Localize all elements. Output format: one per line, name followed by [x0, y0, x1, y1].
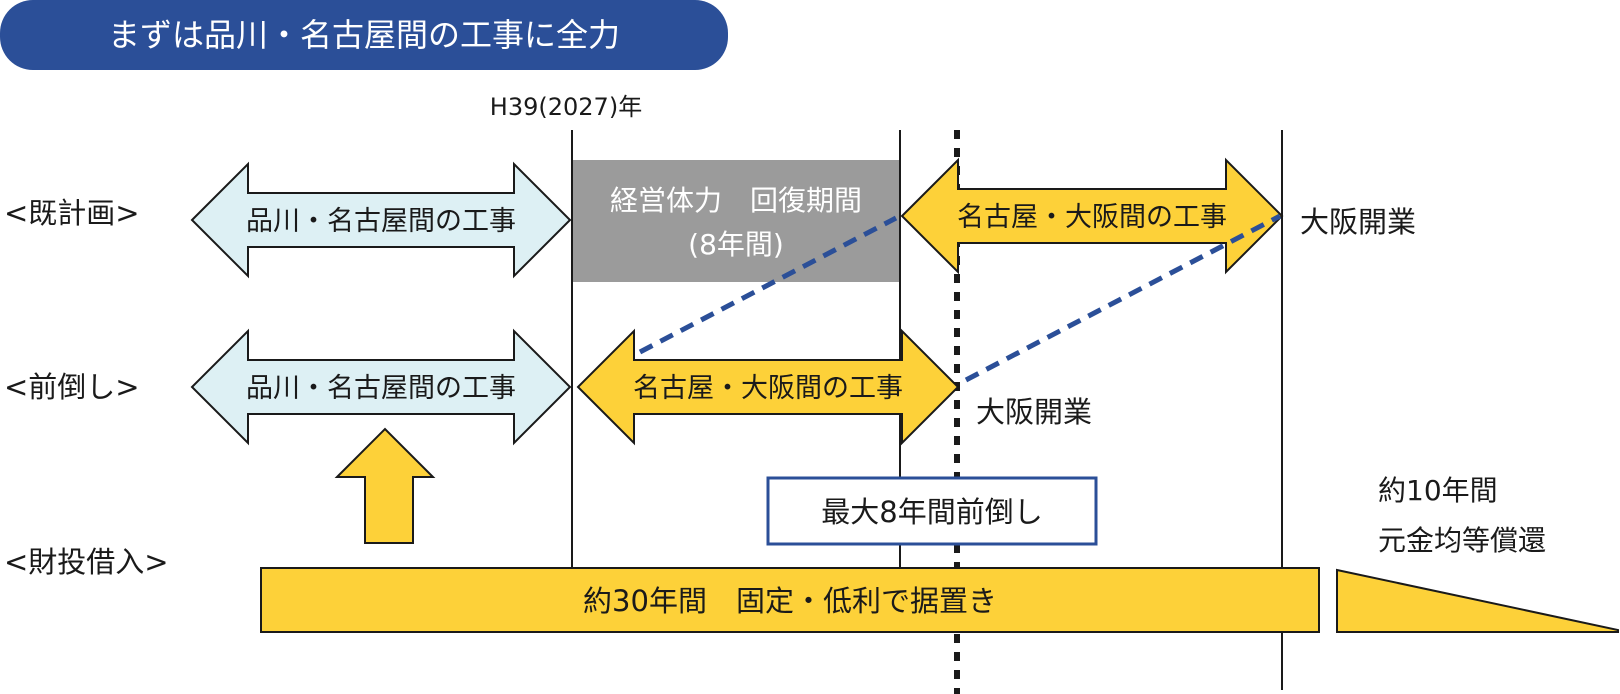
header-title: まずは品川・名古屋間の工事に全力: [108, 16, 620, 54]
repayment-period-label: 約10年間: [1378, 474, 1498, 507]
advanced-osaka-opening-label: 大阪開業: [976, 395, 1092, 429]
loan-deferment-label: 約30年間 固定・低利で据置き: [583, 584, 997, 618]
advance-years-label: 最大8年間前倒し: [821, 495, 1042, 529]
repayment-method-label: 元金均等償還: [1378, 524, 1546, 557]
advanced-shinagawa-nagoya-arrow: [190, 328, 572, 446]
row-label-advanced: <前倒し>: [4, 370, 140, 404]
repayment-wedge: [1336, 568, 1619, 633]
advanced-nagoya-osaka-label: 名古屋・大阪間の工事: [633, 373, 903, 404]
row-label-existing-plan: <既計画>: [4, 196, 140, 230]
recovery-period-box: [572, 160, 900, 282]
advanced-nagoya-osaka-arrow: [576, 328, 960, 446]
loan-deferment-bar: [260, 567, 1320, 633]
up-arrow: [334, 427, 436, 544]
existing-nagoya-osaka-arrow: [900, 157, 1284, 275]
recovery-period-line2: (8年間): [688, 228, 784, 261]
recovery-period-line1: 経営体力 回復期間: [610, 184, 862, 217]
header-banner: [0, 0, 728, 70]
existing-shinagawa-nagoya-label: 品川・名古屋間の工事: [246, 206, 516, 237]
advanced-shinagawa-nagoya-label: 品川・名古屋間の工事: [246, 373, 516, 404]
year-label: H39(2027)年: [490, 93, 642, 121]
existing-osaka-opening-label: 大阪開業: [1300, 205, 1416, 239]
shift-line-end: [964, 213, 1282, 383]
existing-shinagawa-nagoya-arrow: [190, 161, 572, 279]
shift-line-start: [638, 215, 898, 355]
row-label-loan: <財投借入>: [4, 545, 169, 579]
existing-nagoya-osaka-label: 名古屋・大阪間の工事: [957, 202, 1227, 233]
advance-years-box: [766, 476, 1098, 546]
